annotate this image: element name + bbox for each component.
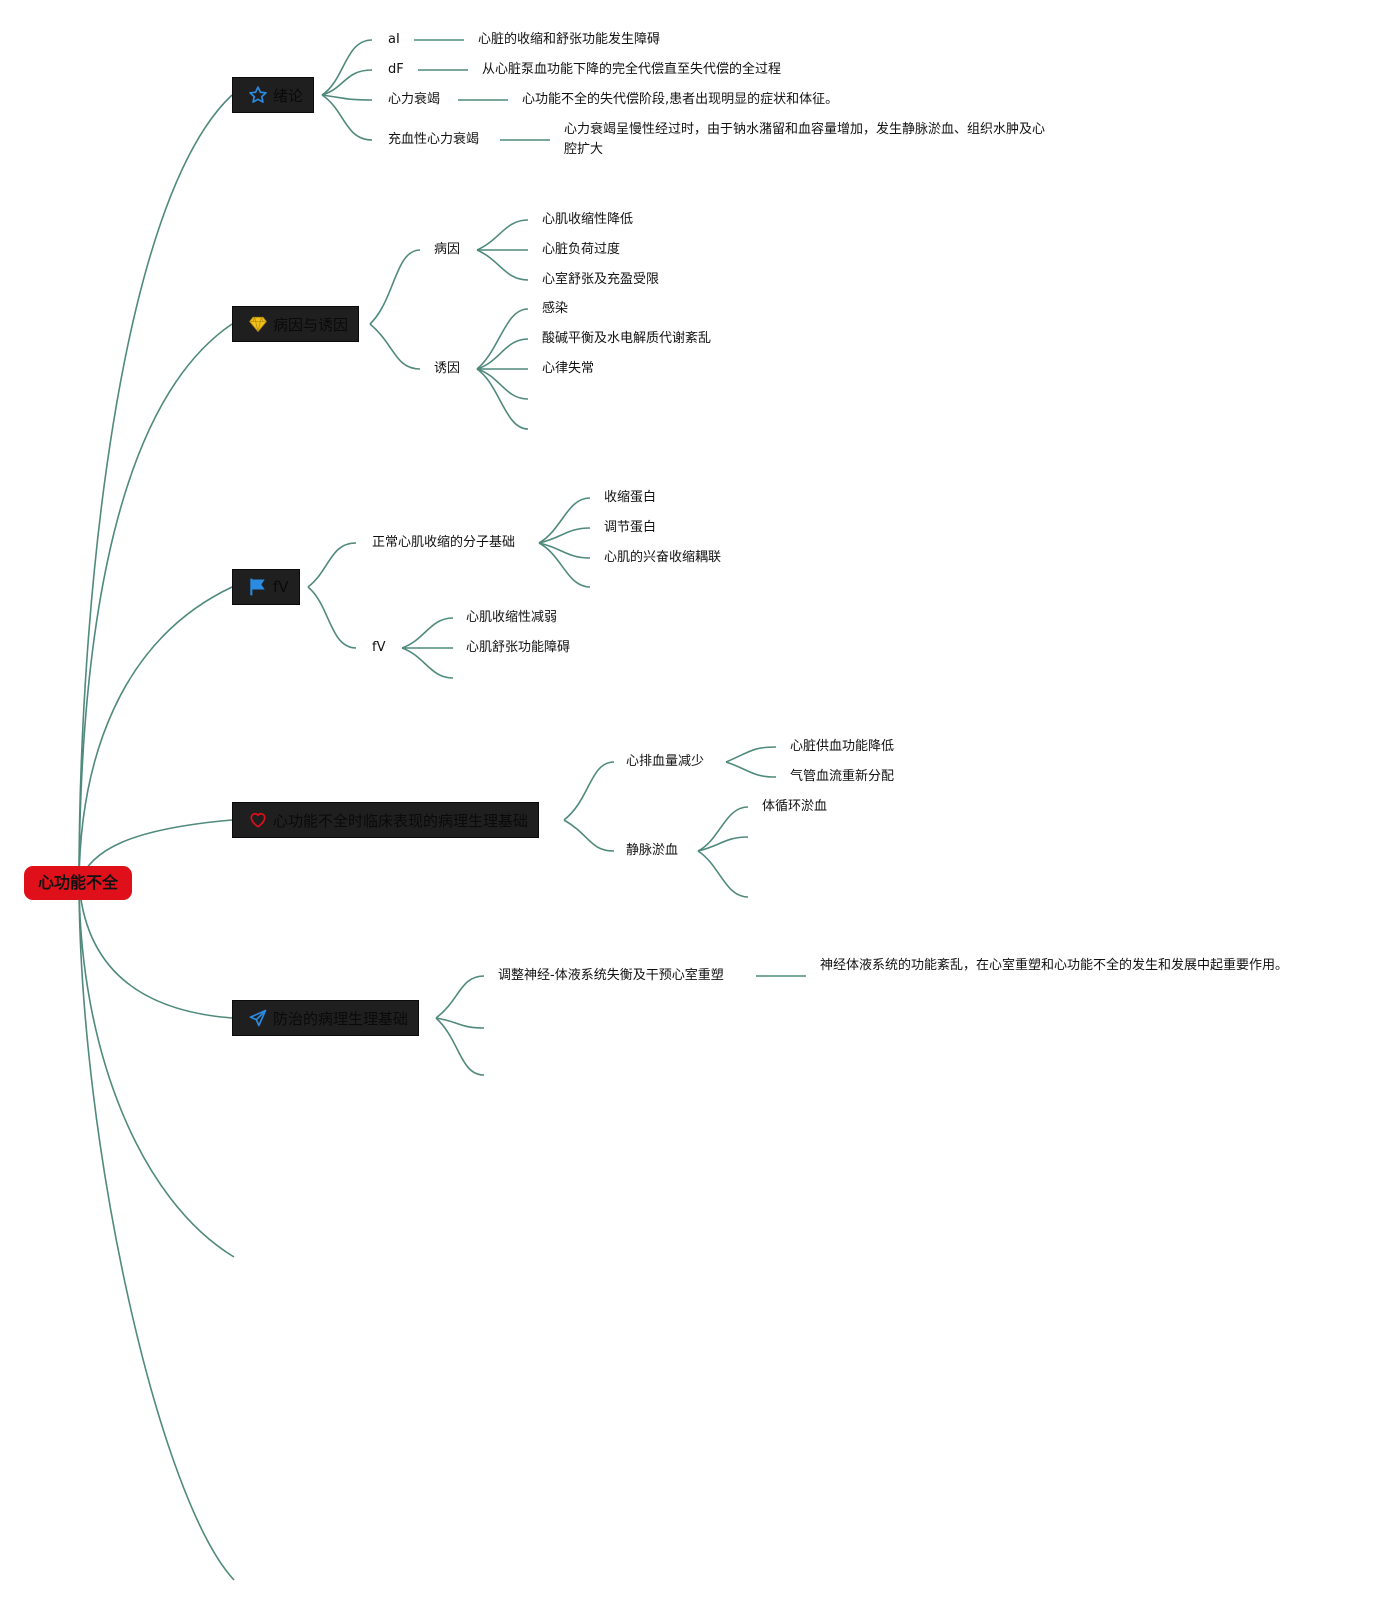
branch-node-clinical-basis[interactable]: 心功能不全时临床表现的病理生理基础 <box>232 802 540 838</box>
subtopic-node[interactable]: 心排血量减少 <box>626 754 705 769</box>
definition-text: 从心脏泵血功能下降的完全代偿直至失代偿的全过程 <box>482 62 782 77</box>
diamond-icon <box>247 313 269 335</box>
subtopic-node[interactable]: 正常心肌收缩的分子基础 <box>372 535 516 550</box>
term-node[interactable]: 心力衰竭 <box>388 92 441 107</box>
leaf-node[interactable]: 心肌舒张功能障碍 <box>466 640 571 655</box>
branch-label: 防治的病理生理基础 <box>273 1009 409 1028</box>
branch-label: 心功能不全时临床表现的病理生理基础 <box>273 811 529 830</box>
branch-label: 病因与诱因 <box>273 315 349 334</box>
definition-text: 心力衰竭呈慢性经过时，由于钠水潴留和血容量增加，发生静脉淤血、组织水肿及心腔扩大 <box>564 122 1046 157</box>
leaf-node[interactable]: 心律失常 <box>542 361 595 376</box>
branch-node-causes[interactable]: 病因与诱因 <box>232 306 360 342</box>
leaf-node[interactable]: 感染 <box>542 301 569 316</box>
leaf-node[interactable]: 调节蛋白 <box>604 520 657 535</box>
leaf-node[interactable]: 心室舒张及充盈受限 <box>542 272 660 287</box>
branch-label: fV <box>273 578 289 596</box>
root-node[interactable]: 心功能不全 <box>24 866 132 900</box>
term-node[interactable]: 充血性心力衰竭 <box>388 132 480 147</box>
branch-label: 绪论 <box>273 86 304 105</box>
leaf-node[interactable]: 心脏负荷过度 <box>542 242 621 257</box>
subtopic-node[interactable]: 静脉淤血 <box>626 843 679 858</box>
subtopic-node[interactable]: 诱因 <box>434 361 461 376</box>
leaf-node[interactable]: 体循环淤血 <box>762 799 828 814</box>
definition-text: 心功能不全的失代偿阶段,患者出现明显的症状和体征。 <box>522 92 839 107</box>
heart-icon <box>247 809 269 831</box>
subtopic-node[interactable]: 调整神经-体液系统失衡及干预心室重塑 <box>498 968 724 983</box>
term-node[interactable]: aI <box>388 32 400 47</box>
branch-node-intro[interactable]: 绪论 <box>232 77 315 113</box>
leaf-node[interactable]: 酸碱平衡及水电解质代谢紊乱 <box>542 331 712 346</box>
paper-plane-icon <box>247 1007 269 1029</box>
leaf-node[interactable]: 心脏供血功能降低 <box>790 739 895 754</box>
definition-text: 神经体液系统的功能紊乱，在心室重塑和心功能不全的发生和发展中起重要作用。 <box>820 958 1289 973</box>
term-node[interactable]: dF <box>388 62 404 77</box>
leaf-node[interactable]: 心肌收缩性降低 <box>542 212 634 227</box>
definition-text: 心脏的收缩和舒张功能发生障碍 <box>478 32 661 47</box>
branch-node-fv[interactable]: fV <box>232 569 300 605</box>
leaf-node[interactable]: 气管血流重新分配 <box>790 769 895 784</box>
subtopic-node[interactable]: 病因 <box>434 242 461 257</box>
leaf-node[interactable]: 心肌收缩性减弱 <box>466 610 558 625</box>
branch-node-treatment-basis[interactable]: 防治的病理生理基础 <box>232 1000 420 1036</box>
flag-icon <box>247 576 269 598</box>
leaf-node[interactable]: 心肌的兴奋收缩耦联 <box>604 550 722 565</box>
star-icon <box>247 84 269 106</box>
subtopic-node[interactable]: fV <box>372 640 386 655</box>
leaf-node[interactable]: 收缩蛋白 <box>604 490 657 505</box>
